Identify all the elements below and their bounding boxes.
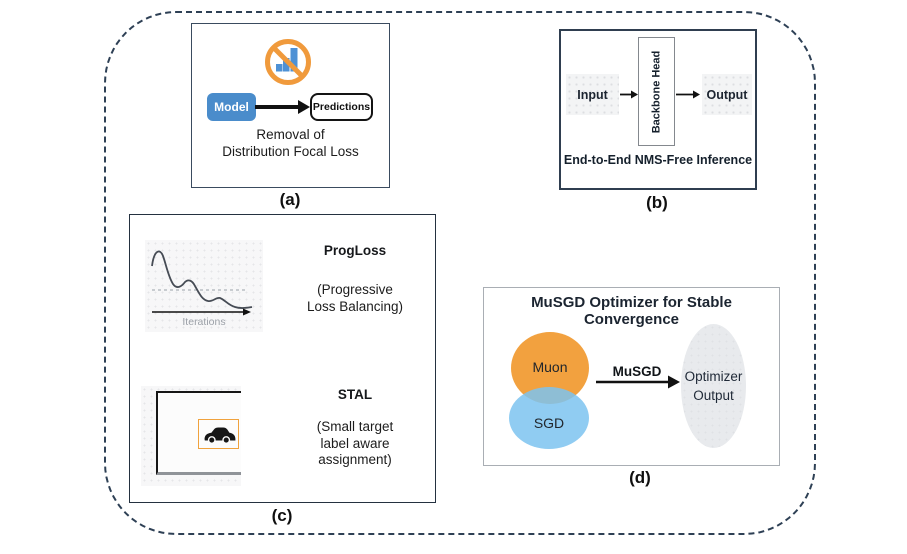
detection-bbox	[198, 419, 239, 449]
progloss-desc-line1: (Progressive	[317, 282, 393, 297]
stal-desc-line3: assignment)	[318, 452, 392, 467]
stal-description: (Small target label aware assignment)	[270, 419, 440, 469]
progloss-name: ProgLoss	[323, 243, 387, 258]
input-node: Input	[566, 74, 619, 115]
optimizer-output-line2: Output	[693, 388, 734, 403]
panel-b: Input Backbone Head Output End-to-End NM…	[559, 29, 757, 190]
output-label: Output	[706, 87, 748, 102]
panel-a-description-line1: Removal of	[256, 127, 325, 142]
panel-b-title: End-to-End NMS-Free Inference	[563, 153, 753, 167]
panel-a-description: Removal of Distribution Focal Loss	[192, 126, 389, 160]
panel-c: Iterations ProgLoss (Progressive Loss Ba…	[129, 214, 436, 503]
panel-a: Model Predictions Removal of Distributio…	[191, 23, 390, 188]
caption-d: (d)	[629, 468, 651, 487]
optimizer-output-line1: Optimizer	[684, 369, 743, 384]
loss-curve-icon	[151, 250, 253, 316]
panel-b-arrows	[620, 90, 700, 99]
sgd-label: SGD	[533, 415, 565, 431]
predictions-label: Predictions	[312, 101, 371, 113]
arrow-icon	[255, 100, 310, 114]
musgd-arrow-label: MuSGD	[612, 364, 662, 379]
caption-b: (b)	[646, 193, 668, 212]
panel-d-title: MuSGD Optimizer for Stable Convergence	[531, 294, 732, 328]
loss-curve-path	[151, 250, 253, 310]
muon-label: Muon	[532, 359, 568, 375]
progloss-thumbnail: Iterations	[145, 240, 263, 332]
no-symbol-icon	[265, 39, 311, 85]
model-node: Model	[207, 93, 256, 121]
stal-name: STAL	[337, 387, 373, 402]
stal-desc-line2: label aware	[320, 435, 390, 451]
car-icon	[204, 426, 235, 444]
stal-thumbnail	[141, 386, 241, 486]
progloss-description: (Progressive Loss Balancing)	[270, 281, 440, 315]
venn-sgd-circle	[509, 387, 589, 449]
stal-desc-line1: (Small target	[316, 419, 394, 434]
iterations-axis-label: Iterations	[182, 316, 226, 328]
output-node: Output	[702, 74, 752, 115]
panel-d: MuSGD Optimizer for Stable Convergence M…	[483, 287, 780, 466]
panel-a-description-line2: Distribution Focal Loss	[222, 144, 359, 159]
outer-dashed-border	[104, 11, 816, 535]
model-label: Model	[214, 100, 249, 114]
optimizer-output-ellipse: Optimizer Output	[681, 324, 746, 448]
bar-chart-icon	[276, 64, 283, 72]
backbone-head-node: Backbone Head	[638, 37, 675, 146]
caption-a: (a)	[279, 190, 301, 209]
venn-diagram	[509, 332, 680, 449]
input-label: Input	[577, 87, 608, 102]
caption-c: (c)	[271, 506, 293, 525]
predictions-node: Predictions	[310, 93, 373, 121]
venn-muon-circle	[511, 332, 589, 404]
progloss-desc-line2: Loss Balancing)	[306, 299, 404, 314]
